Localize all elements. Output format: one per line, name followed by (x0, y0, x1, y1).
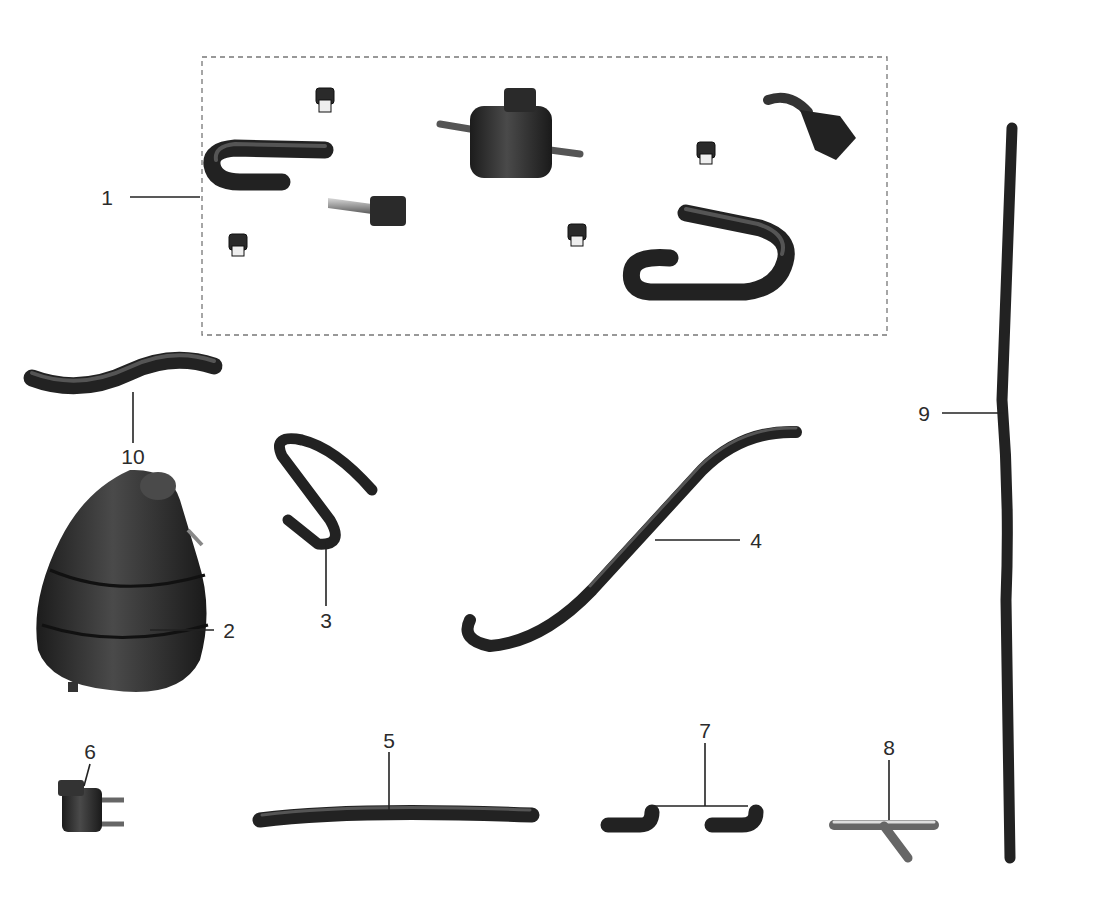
leader-lines (84, 197, 1004, 820)
kit-outline (202, 57, 887, 335)
callout-number: 5 (382, 730, 396, 751)
callout-number: 3 (319, 610, 333, 631)
canister (36, 470, 208, 692)
hose-clips (229, 88, 715, 256)
callout-number: 10 (120, 446, 145, 467)
quick-connectors (328, 98, 856, 226)
small-valve (58, 780, 124, 832)
callout-number: 1 (100, 187, 114, 208)
callout-number: 6 (83, 741, 97, 762)
callout-number: 2 (222, 620, 236, 641)
callout-number: 9 (917, 403, 931, 424)
hoses (32, 128, 1012, 858)
fuel-filter (440, 88, 580, 178)
callout-number: 4 (749, 530, 763, 551)
callout-number: 7 (698, 720, 712, 741)
callout-number: 8 (882, 737, 896, 758)
t-fitting (834, 822, 934, 858)
